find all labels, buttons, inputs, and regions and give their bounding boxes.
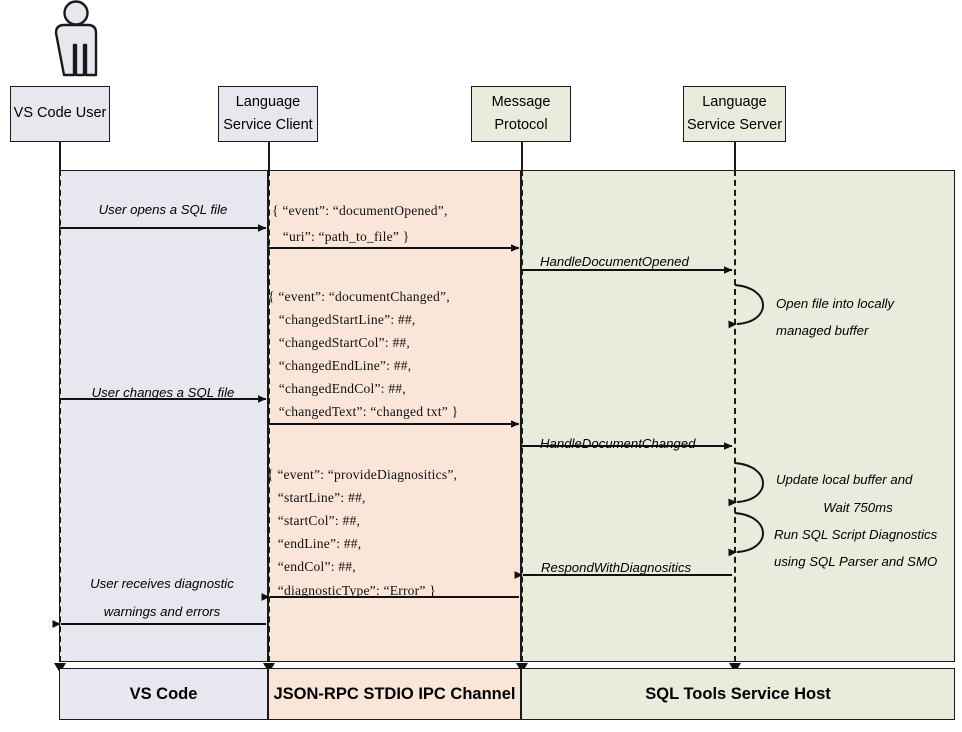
- lifeline-language-service-server: [734, 170, 736, 662]
- lifeline-label-line2: Service Client: [223, 117, 313, 133]
- band-vs-code: [59, 170, 268, 662]
- band-ipc-channel: [268, 170, 521, 662]
- band-service-host: [521, 170, 955, 662]
- lifeline-header-language-service-server[interactable]: Language Service Server: [683, 86, 786, 142]
- json-payload-document-changed-line2: “changedStartLine”: ##,: [268, 312, 416, 327]
- note-run-diagnostics-line2: using SQL Parser and SMO: [774, 554, 938, 569]
- lifeline-header-language-service-client[interactable]: Language Service Client: [218, 86, 318, 142]
- footer-vs-code[interactable]: VS Code: [59, 668, 268, 720]
- lifeline-server-stub: [734, 142, 736, 171]
- vs-code-user-actor-icon: [54, 0, 98, 77]
- footer-ipc-channel[interactable]: JSON-RPC STDIO IPC Channel: [268, 668, 521, 720]
- json-payload-provide-diagnostics-line3: “startCol”: ##,: [267, 513, 361, 528]
- lifeline-header-vs-code-user[interactable]: VS Code User: [10, 86, 110, 142]
- label-user-changes-sql-file: User changes a SQL file: [91, 385, 235, 400]
- lifeline-label-line2: Service Server: [686, 117, 783, 133]
- lifeline-language-service-client: [268, 170, 270, 662]
- footer-service-host-label: SQL Tools Service Host: [645, 684, 831, 703]
- json-payload-provide-diagnostics-line1: { “event”: “provideDiagnositics”,: [267, 467, 458, 482]
- footer-ipc-channel-label: JSON-RPC STDIO IPC Channel: [273, 684, 516, 703]
- json-payload-document-changed-line5: “changedEndCol”: ##,: [268, 381, 406, 396]
- label-handle-document-opened: HandleDocumentOpened: [540, 254, 689, 269]
- note-open-file-line2: managed buffer: [776, 323, 869, 338]
- json-payload-document-opened-line1: { “event”: “documentOpened”,: [272, 203, 448, 218]
- label-respond-with-diagnostics: RespondWithDiagnositics: [541, 560, 692, 575]
- note-update-buffer-line1: Update local buffer and: [776, 472, 913, 487]
- lifeline-vs-code-user-stub: [59, 142, 61, 171]
- note-open-file-line1: Open file into locally: [776, 296, 895, 311]
- lifeline-label-line1: Message: [491, 93, 551, 110]
- json-payload-provide-diagnostics-line2: “startLine”: ##,: [267, 490, 366, 505]
- lifeline-label-line1: Language: [702, 93, 767, 110]
- json-payload-provide-diagnostics-line4: “endLine”: ##,: [267, 536, 362, 551]
- label-user-opens-sql-file: User opens a SQL file: [98, 202, 228, 217]
- label-user-receives-diagnostics-line2: warnings and errors: [103, 604, 221, 619]
- footer-service-host[interactable]: SQL Tools Service Host: [521, 668, 955, 720]
- lifeline-label-line2: Protocol: [494, 117, 548, 133]
- json-payload-document-changed-line6: “changedText”: “changed txt” }: [268, 404, 459, 419]
- note-update-buffer-line2: Wait 750ms: [823, 500, 893, 515]
- lifeline-protocol-stub: [521, 142, 523, 171]
- lifeline-label-line1: VS Code User: [13, 105, 107, 122]
- label-handle-document-changed: HandleDocumentChanged: [540, 436, 696, 451]
- lifeline-vs-code-user: [59, 170, 61, 662]
- label-user-receives-diagnostics-line1: User receives diagnostic: [90, 576, 234, 591]
- json-payload-provide-diagnostics-line5: “endCol”: ##,: [267, 559, 356, 574]
- json-payload-document-opened-line2: “uri”: “path_to_file” }: [272, 229, 410, 244]
- footer-vs-code-label: VS Code: [129, 684, 198, 703]
- json-payload-document-changed-line3: “changedStartCol”: ##,: [268, 335, 411, 350]
- lifeline-header-message-protocol[interactable]: Message Protocol: [471, 86, 571, 142]
- json-payload-provide-diagnostics-line6: “diagnosticType”: “Error” }: [267, 583, 436, 598]
- lifeline-message-protocol: [521, 170, 523, 662]
- json-payload-document-changed-line4: “changedEndLine”: ##,: [268, 358, 412, 373]
- lifeline-client-stub: [268, 142, 270, 171]
- lifeline-label-line1: Language: [235, 93, 301, 110]
- json-payload-document-changed-line1: { “event”: “documentChanged”,: [268, 289, 450, 304]
- note-run-diagnostics-line1: Run SQL Script Diagnostics: [774, 527, 938, 542]
